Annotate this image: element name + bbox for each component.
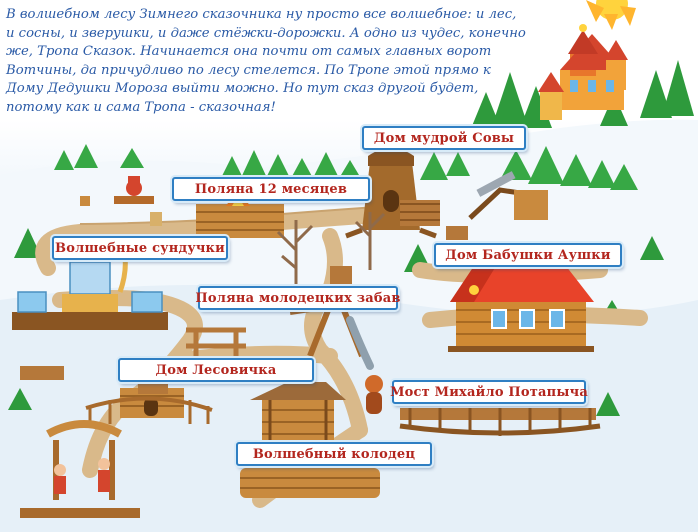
label-magic-well[interactable]: Волшебный колодец xyxy=(236,442,432,466)
glade-12-months-icon xyxy=(80,176,284,238)
mikhailo-bridge-icon xyxy=(399,408,601,436)
intro-line: потому как и сама Тропа - сказочная! xyxy=(6,99,276,115)
owl-house-icon xyxy=(345,148,440,239)
intro-line: же, Тропа Сказок. Начинается она почти о… xyxy=(6,44,492,60)
intro-line: Вотчины, да причудливо по лесу стелется.… xyxy=(6,62,491,78)
gate-icon xyxy=(20,420,140,518)
label-forest-man-house[interactable]: Дом Лесовичка xyxy=(118,358,314,382)
forest-middle xyxy=(54,144,638,190)
label-granny-house[interactable]: Дом Бабушки Аушки xyxy=(434,243,622,267)
forest-man-house-icon xyxy=(20,366,213,424)
label-owl-house[interactable]: Дом мудрой Совы xyxy=(362,126,526,150)
intro-text: В волшебном лесу Зимнего сказочника ну п… xyxy=(6,6,526,118)
label-brave-games-glade[interactable]: Поляна молодецких забав xyxy=(195,286,400,310)
label-magic-chests[interactable]: Волшебные сундучки xyxy=(52,236,228,260)
sawhorse-icon xyxy=(446,171,548,240)
frost-palace-icon xyxy=(538,24,628,120)
magic-well-icon xyxy=(240,382,380,498)
bare-tree-icon xyxy=(276,212,386,300)
sun-icon xyxy=(586,0,636,30)
label-glade-12-months[interactable]: Поляна 12 месяцев xyxy=(172,177,370,201)
label-mikhailo-bridge[interactable]: Мост Михайло Потапыча xyxy=(390,380,588,404)
intro-line: Дому Дедушки Мороза выйти можно. Но тут … xyxy=(6,81,479,97)
intro-line: В волшебном лесу Зимнего сказочника ну п… xyxy=(6,7,517,22)
granny-house-icon xyxy=(448,266,594,352)
bear-icon xyxy=(365,375,383,414)
intro-line: и сосны, и зверушки, и даже стёжки-дорож… xyxy=(6,25,526,41)
